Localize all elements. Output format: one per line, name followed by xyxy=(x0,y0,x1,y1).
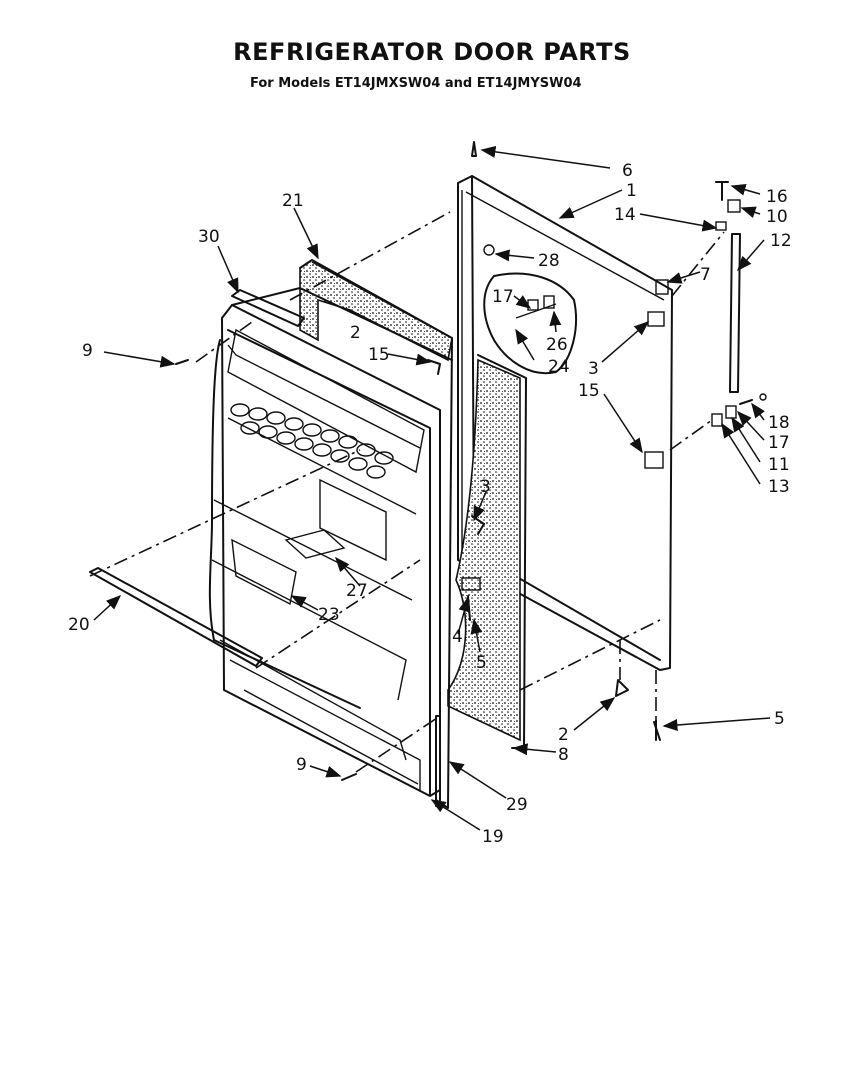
side-seal-strip xyxy=(435,715,441,807)
hinge-part-14 xyxy=(715,221,727,231)
callout-13: 13 xyxy=(768,477,790,497)
diagram-subtitle: For Models ET14JMXSW04 and ET14JMYSW04 xyxy=(250,76,582,91)
callout-10: 10 xyxy=(766,207,788,227)
callout-15-right: 15 xyxy=(578,381,600,401)
callout-2-lower: 2 xyxy=(558,725,569,745)
callout-5-center: 5 xyxy=(476,653,487,673)
hinge-part-10 xyxy=(727,199,741,213)
door-stop xyxy=(655,279,669,295)
callout-29: 29 xyxy=(506,795,528,815)
callout-9-lower: 9 xyxy=(296,755,307,775)
egg-tray xyxy=(230,403,394,479)
hinge-bracket-upper xyxy=(647,311,665,327)
callout-11: 11 xyxy=(768,455,790,475)
callout-18: 18 xyxy=(768,413,790,433)
callout-labels: 6 1 16 10 14 12 7 21 28 30 17 26 24 2 15… xyxy=(68,161,792,847)
callout-1: 1 xyxy=(626,181,637,201)
dispenser-cover-23 xyxy=(231,538,297,606)
callout-4: 4 xyxy=(452,627,463,647)
callout-30: 30 xyxy=(198,227,220,247)
hinge-rod-assembly xyxy=(711,181,767,427)
door-side-foam xyxy=(447,354,527,749)
hinge-part-13 xyxy=(711,413,723,427)
callout-16: 16 xyxy=(766,187,788,207)
door-shelf-bar xyxy=(89,567,263,667)
callout-12: 12 xyxy=(770,231,792,251)
callout-28: 28 xyxy=(538,251,560,271)
callout-15-upper: 15 xyxy=(368,345,390,365)
callout-14: 14 xyxy=(614,205,636,225)
callout-9-upper: 9 xyxy=(82,341,93,361)
callout-26: 26 xyxy=(546,335,568,355)
callout-5-right: 5 xyxy=(774,709,785,729)
leader-arrows xyxy=(93,145,771,831)
inner-door-liner xyxy=(208,287,453,797)
callout-3-center: 3 xyxy=(480,477,491,497)
callout-17-lower: 17 xyxy=(768,433,790,453)
callout-7: 7 xyxy=(700,265,711,285)
callout-8: 8 xyxy=(558,745,569,765)
callout-20: 20 xyxy=(68,615,90,635)
callout-17-upper: 17 xyxy=(492,287,514,307)
callout-23: 23 xyxy=(318,605,340,625)
callout-27: 27 xyxy=(346,581,368,601)
hinge-part-11 xyxy=(725,405,737,419)
callout-2-upper: 2 xyxy=(350,323,361,343)
alignment-lines xyxy=(89,211,725,773)
hinge-rod-12 xyxy=(729,233,741,393)
cutaway-detail xyxy=(483,244,577,375)
screws xyxy=(175,141,661,781)
callout-19: 19 xyxy=(482,827,504,847)
hinge-bracket-lower xyxy=(644,451,664,469)
callout-6: 6 xyxy=(622,161,633,181)
diagram-title: REFRIGERATOR DOOR PARTS xyxy=(233,38,631,66)
insert-27 xyxy=(284,529,346,559)
callout-21: 21 xyxy=(282,191,304,211)
callout-3-right: 3 xyxy=(588,359,599,379)
callout-24: 24 xyxy=(548,357,570,377)
plug-28 xyxy=(483,244,495,256)
